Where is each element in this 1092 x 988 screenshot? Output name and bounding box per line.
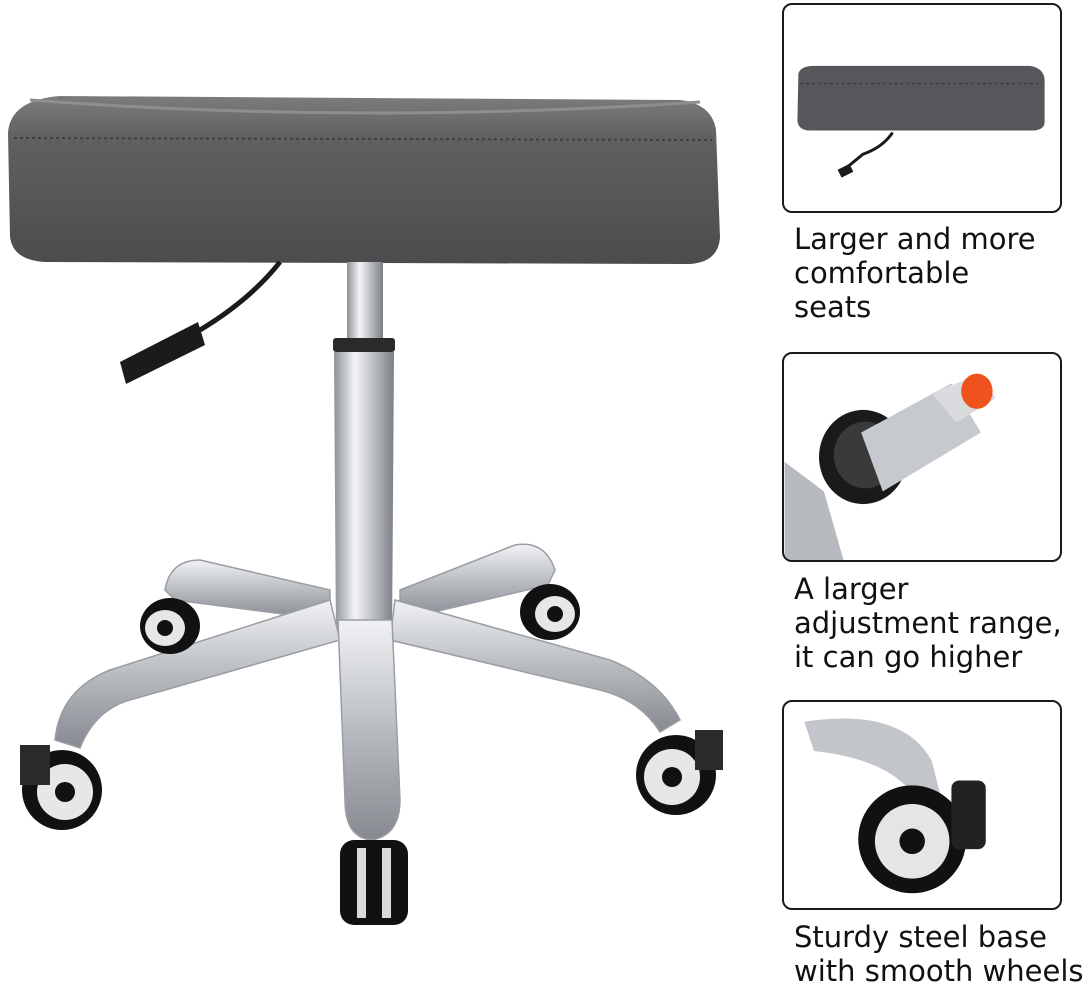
caption-line: comfortable [794,256,970,290]
caption-line: A larger [794,572,909,606]
star-base [54,543,681,841]
caption-line: adjustment range, [794,606,1062,640]
stool-product-image [8,96,723,925]
wheel-closeup-image [804,718,986,894]
feature-caption: A larger adjustment range, it can go hig… [794,572,1092,674]
gas-cylinder [333,262,395,640]
caster-wheel [520,584,580,640]
caster-wheel [636,730,723,815]
caption-line: Larger and more [794,222,1036,256]
seat-closeup-image [797,65,1045,178]
cylinder-closeup-image [784,373,996,560]
feature-caption: Larger and more comfortable seats [794,222,1092,324]
feature-caption: Sturdy steel base with smooth wheels [794,920,1092,988]
caster-wheel [20,745,102,830]
caption-line: seats [794,290,872,324]
seat-cushion [8,96,720,264]
caption-line: with smooth wheels [794,954,1084,988]
caster-wheel [140,598,200,654]
caster-wheel [340,840,408,925]
wheel-detail-panel [782,700,1062,910]
cylinder-detail-panel [782,352,1062,562]
caption-line: Sturdy steel base [794,920,1047,954]
height-lever [120,260,282,384]
caption-line: it can go higher [794,640,1023,674]
seat-detail-panel [782,3,1062,213]
